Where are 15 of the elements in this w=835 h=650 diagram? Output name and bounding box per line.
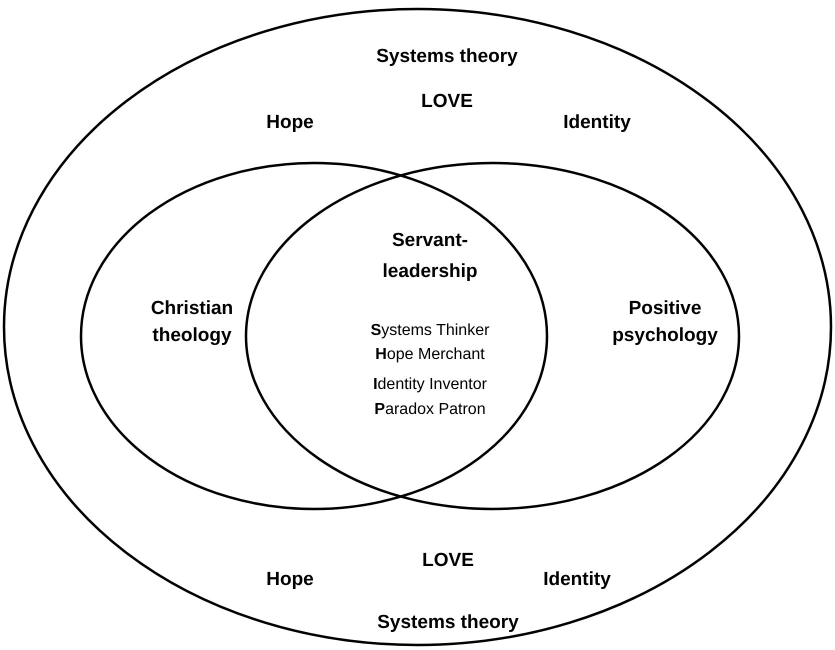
trait-text: Systems Thinker xyxy=(370,322,490,340)
region-label: LOVE xyxy=(422,550,474,572)
trait-text: Paradox Patron xyxy=(374,401,486,419)
trait-text: Hope Merchant xyxy=(375,346,485,364)
region-label: Hope xyxy=(266,569,314,591)
region-label: Systems theory xyxy=(376,46,518,68)
region-label: Systems theory xyxy=(377,612,519,634)
region-label: Hope xyxy=(266,112,314,134)
trait-text: Identity Inventor xyxy=(373,376,487,394)
circle-label: Positive psychology xyxy=(611,297,719,348)
region-label: Identity xyxy=(543,569,611,591)
region-label: LOVE xyxy=(421,91,473,113)
circle-label: Christian theology xyxy=(150,297,234,348)
overlap-label: Servant-leadership xyxy=(381,229,479,284)
region-label: Identity xyxy=(563,112,631,134)
